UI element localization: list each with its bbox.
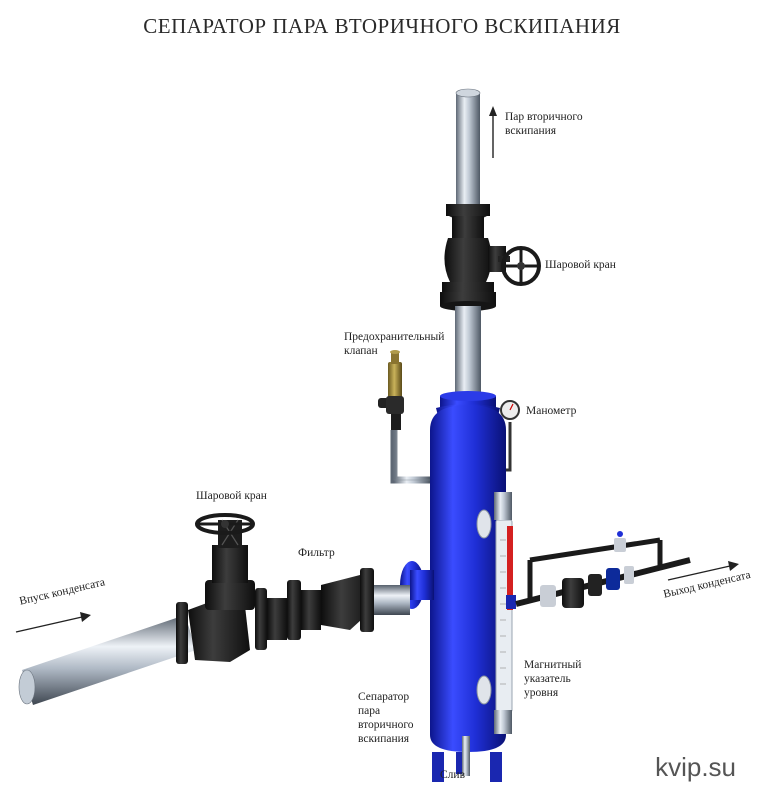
label-level-indicator: Магнитный указатель уровня [524,658,581,700]
outlet-arrow [667,561,739,581]
separator-vessel [430,405,506,782]
label-safety-valve: Предохранительный клапан [344,330,444,358]
label-top-ball-valve: Шаровой кран [545,259,616,271]
label-line: вскипания [358,733,410,745]
label-line: пара [358,705,381,717]
manometer-gauge [488,400,520,472]
left-ball-valve [176,513,287,664]
inlet-pipe [18,615,196,705]
label-separator: Сепаратор пара вторичного вскипания [358,690,414,746]
outlet-piping [506,531,691,609]
label-drain: Слив [440,769,465,781]
steam-outlet-arrow [489,106,497,158]
filter [287,568,410,640]
watermark: kvip.su [655,752,736,782]
steam-outlet-pipe [455,88,481,212]
label-line: Сепаратор [358,691,410,703]
label-manometer: Манометр [526,405,577,417]
label-line: уровня [524,687,559,699]
handwheel-icon [501,246,541,286]
label-line: вторичного [358,719,414,731]
safety-valve [378,350,430,484]
label-line: указатель [524,673,571,685]
top-ball-valve [440,204,541,311]
label-line: вскипания [505,125,557,137]
label-line: Пар вторичного [505,111,583,123]
magnetic-level-indicator [476,492,513,734]
diagram-title: СЕПАРАТОР ПАРА ВТОРИЧНОГО ВСКИПАНИЯ [143,14,621,38]
label-steam-outlet: Пар вторичного вскипания [505,110,583,138]
label-line: Магнитный [524,659,582,671]
label-line: клапан [344,345,378,357]
inlet-arrow [15,612,91,633]
handwheel-icon [195,513,255,535]
vessel-steam-pipe [455,306,481,398]
label-line: Предохранительный [344,331,445,343]
label-left-ball-valve: Шаровой кран [196,490,267,502]
label-filter: Фильтр [298,547,335,559]
